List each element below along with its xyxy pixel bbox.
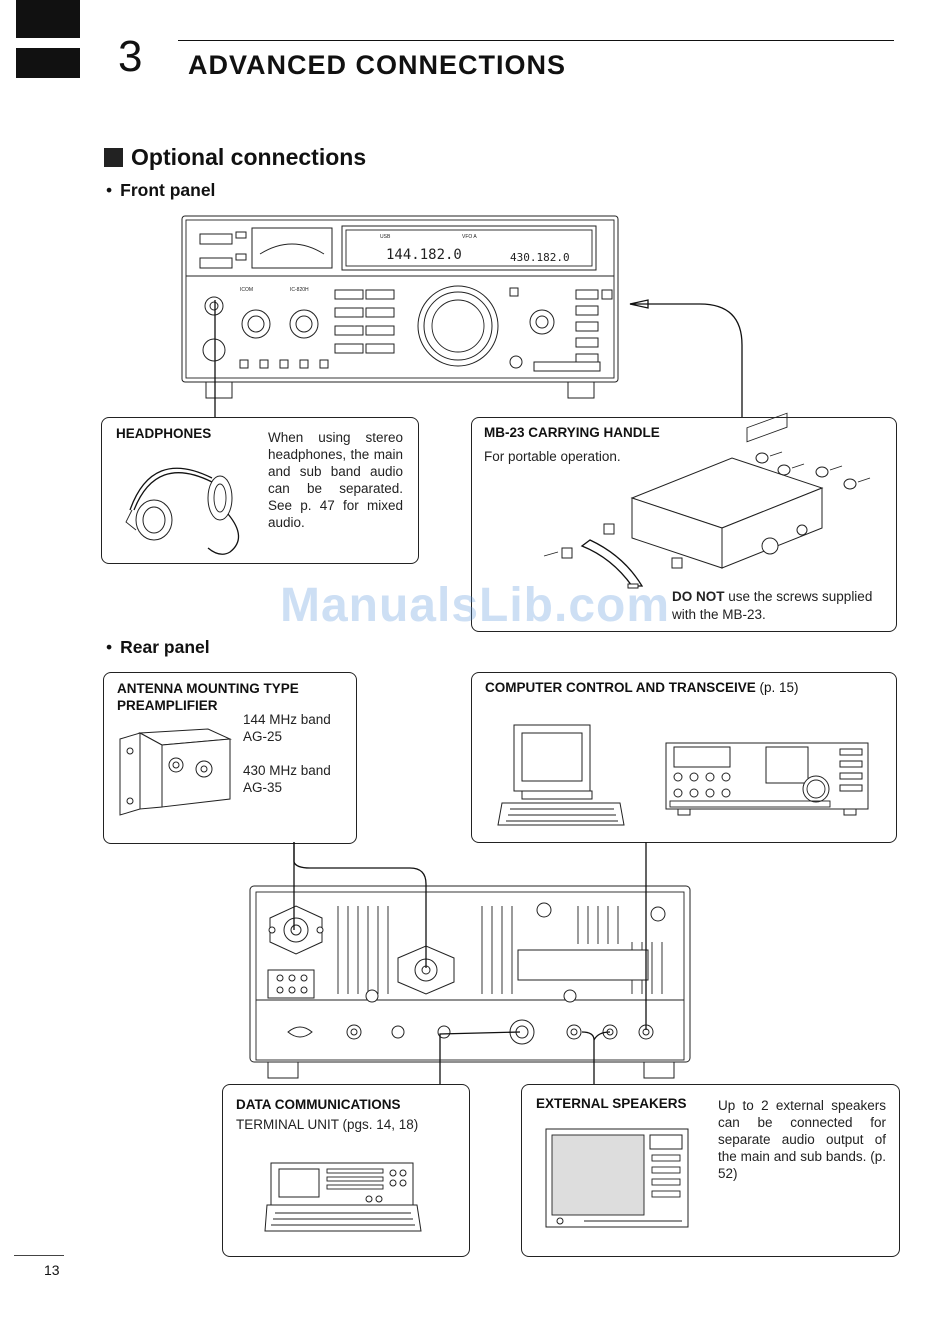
front-brand-label: ICOM: [240, 287, 253, 293]
speakers-text: Up to 2 external speakers can be connect…: [718, 1098, 886, 1181]
mb23-note: DO NOT use the screws supplied: [672, 588, 872, 605]
front-panel-illustration: USB VFO A 144.182.0 430.182.0 ICOM IC-82…: [181, 215, 619, 399]
mb23-note-bold: DO NOT: [672, 589, 725, 604]
antenna-title-line1: ANTENNA MOUNTING TYPE: [117, 681, 299, 696]
chapter-title: ADVANCED CONNECTIONS: [188, 50, 567, 80]
antenna-model1: AG-25: [243, 729, 283, 744]
display-sub-frequency: 430.182.0: [510, 251, 570, 264]
data-comm-box: DATA COMMUNICATIONS TERMINAL UNIT (pgs. …: [222, 1084, 470, 1257]
terminal-unit-illustration: [264, 1162, 422, 1232]
bullet-icon: •: [106, 637, 113, 657]
chapter-number: 3: [118, 32, 143, 81]
computer-illustration: [497, 724, 625, 826]
transceiver-illustration: [665, 742, 869, 816]
mb23-illustration: [543, 412, 871, 589]
watermark: ManualsLib.com: [279, 579, 671, 632]
speakers-box: EXTERNAL SPEAKERS Up to 2 external speak…: [521, 1084, 900, 1257]
bullet-icon: •: [106, 180, 113, 200]
section-title-text: Optional connections: [131, 144, 367, 170]
rear-panel-heading: • Rear panel: [106, 637, 210, 658]
antenna-model2: AG-35: [243, 780, 283, 795]
computer-page-ref: (p. 15): [755, 680, 799, 695]
mb23-box: MB-23 CARRYING HANDLE For portable opera…: [471, 412, 897, 632]
front-panel-heading-text: Front panel: [120, 180, 216, 200]
header-rule: [178, 40, 894, 41]
chapter-edge-tab: [16, 0, 80, 38]
headphones-text: When using stereo headphones, the main a…: [268, 430, 403, 530]
mb23-text: For portable operation.: [484, 449, 621, 464]
preamplifier-illustration: [119, 728, 232, 816]
headphones-title: HEADPHONES: [116, 426, 212, 441]
data-comm-subtitle: TERMINAL UNIT (pgs. 14, 18): [236, 1117, 419, 1132]
display-main-frequency: 144.182.0: [386, 247, 462, 263]
chapter-edge-tab-lower: [16, 48, 80, 78]
page-number: 13: [44, 1262, 60, 1278]
mb23-note-rest: use the screws supplied: [724, 589, 873, 604]
front-model-label: IC-820H: [290, 287, 309, 293]
display-mode-label: USB: [380, 234, 391, 240]
section-title: Optional connections: [104, 144, 366, 171]
headphones-icon: [125, 467, 240, 555]
antenna-band2: 430 MHz band: [243, 763, 331, 778]
mb23-note-line2: with the MB-23.: [672, 607, 766, 622]
headphones-box: HEADPHONES When using stereo headphones,…: [101, 417, 419, 564]
rear-panel-illustration: [249, 885, 691, 1079]
display-vfo-label: VFO A: [462, 234, 477, 240]
data-comm-title: DATA COMMUNICATIONS: [236, 1097, 401, 1112]
front-panel-heading: • Front panel: [106, 180, 215, 201]
antenna-band1: 144 MHz band: [243, 712, 331, 727]
computer-box: COMPUTER CONTROL AND TRANSCEIVE (p. 15): [471, 672, 897, 843]
mb23-title: MB-23 CARRYING HANDLE: [484, 425, 660, 440]
speaker-illustration: [545, 1128, 689, 1228]
antenna-title-line2: PREAMPLIFIER: [117, 698, 218, 713]
antenna-box: ANTENNA MOUNTING TYPE PREAMPLIFIER 144 M…: [103, 672, 357, 844]
computer-title: COMPUTER CONTROL AND TRANSCEIVE (p. 15): [485, 680, 799, 695]
computer-title-text: COMPUTER CONTROL AND TRANSCEIVE: [485, 680, 756, 695]
section-square-icon: [104, 148, 123, 167]
speakers-title: EXTERNAL SPEAKERS: [536, 1096, 687, 1111]
footer-rule: [14, 1255, 64, 1256]
rear-panel-heading-text: Rear panel: [120, 637, 210, 657]
